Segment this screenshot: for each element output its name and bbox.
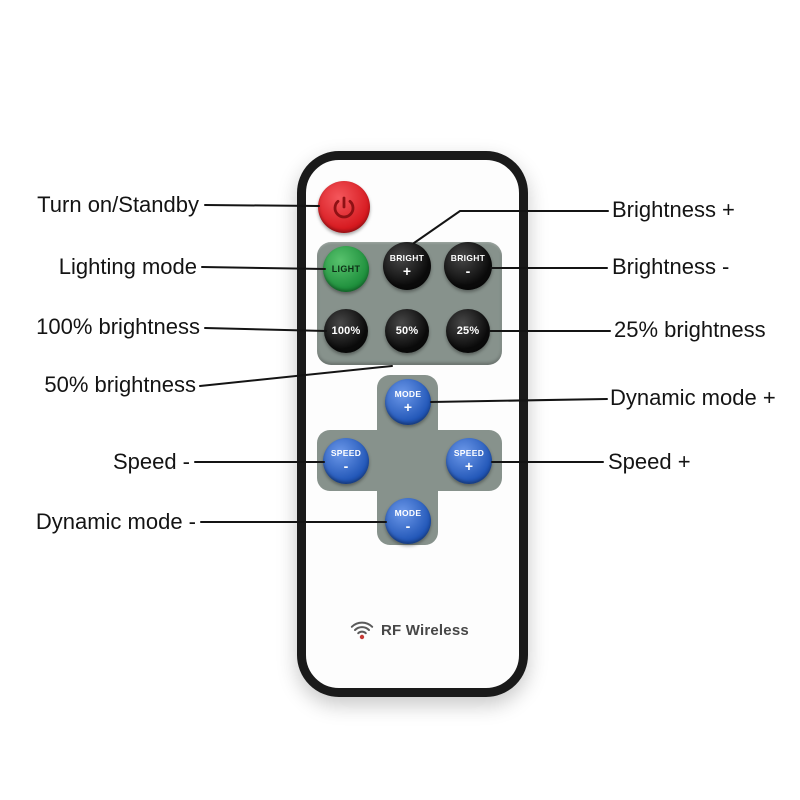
label-50-brightness: 50% brightness <box>44 372 196 397</box>
label-speed-plus: Speed + <box>608 449 691 474</box>
label-25-brightness: 25% brightness <box>614 317 766 342</box>
power-icon <box>333 196 355 219</box>
speed-minus-label: SPEED <box>330 448 362 459</box>
rf-wireless-icon <box>350 621 374 640</box>
label-100-brightness: 100% brightness <box>36 314 200 339</box>
brightness-100-label: 100% <box>331 324 361 337</box>
mode-minus-button: MODE - <box>385 498 431 544</box>
brightness-50-label: 50% <box>395 324 419 337</box>
label-speed-minus: Speed - <box>112 449 190 474</box>
mode-minus-label: MODE <box>394 508 422 519</box>
bright-plus-sign: + <box>402 262 412 279</box>
label-brightness-plus: Brightness + <box>612 197 735 222</box>
speed-plus-sign: + <box>464 457 474 474</box>
brightness-25-label: 25% <box>456 324 480 337</box>
mode-plus-button: MODE + <box>385 379 431 425</box>
bright-plus-button: BRIGHT + <box>383 242 431 290</box>
speed-plus-label: SPEED <box>453 448 485 459</box>
brand-row: RF Wireless <box>349 620 469 640</box>
speed-minus-sign: - <box>343 457 349 474</box>
label-turn-on-standby: Turn on/Standby <box>37 192 199 217</box>
bright-minus-button: BRIGHT - <box>444 242 492 290</box>
brightness-100-button: 100% <box>324 309 368 353</box>
label-lighting-mode: Lighting mode <box>58 254 197 279</box>
mode-plus-sign: + <box>403 398 413 415</box>
brand-text: RF Wireless <box>381 621 469 639</box>
bright-plus-label: BRIGHT <box>389 253 425 264</box>
label-brightness-minus: Brightness - <box>612 254 730 279</box>
mode-minus-sign: - <box>405 517 411 534</box>
power-button <box>318 181 370 233</box>
bright-minus-label: BRIGHT <box>450 253 486 264</box>
label-dynamic-mode-plus: Dynamic mode + <box>610 385 776 410</box>
label-dynamic-mode-minus: Dynamic mode - <box>35 509 196 534</box>
brightness-50-button: 50% <box>385 309 429 353</box>
mode-plus-label: MODE <box>394 389 422 400</box>
light-button: LIGHT <box>323 246 369 292</box>
speed-plus-button: SPEED + <box>446 438 492 484</box>
speed-minus-button: SPEED - <box>323 438 369 484</box>
brightness-25-button: 25% <box>446 309 490 353</box>
light-button-label: LIGHT <box>331 263 361 274</box>
bright-minus-sign: - <box>465 262 471 279</box>
